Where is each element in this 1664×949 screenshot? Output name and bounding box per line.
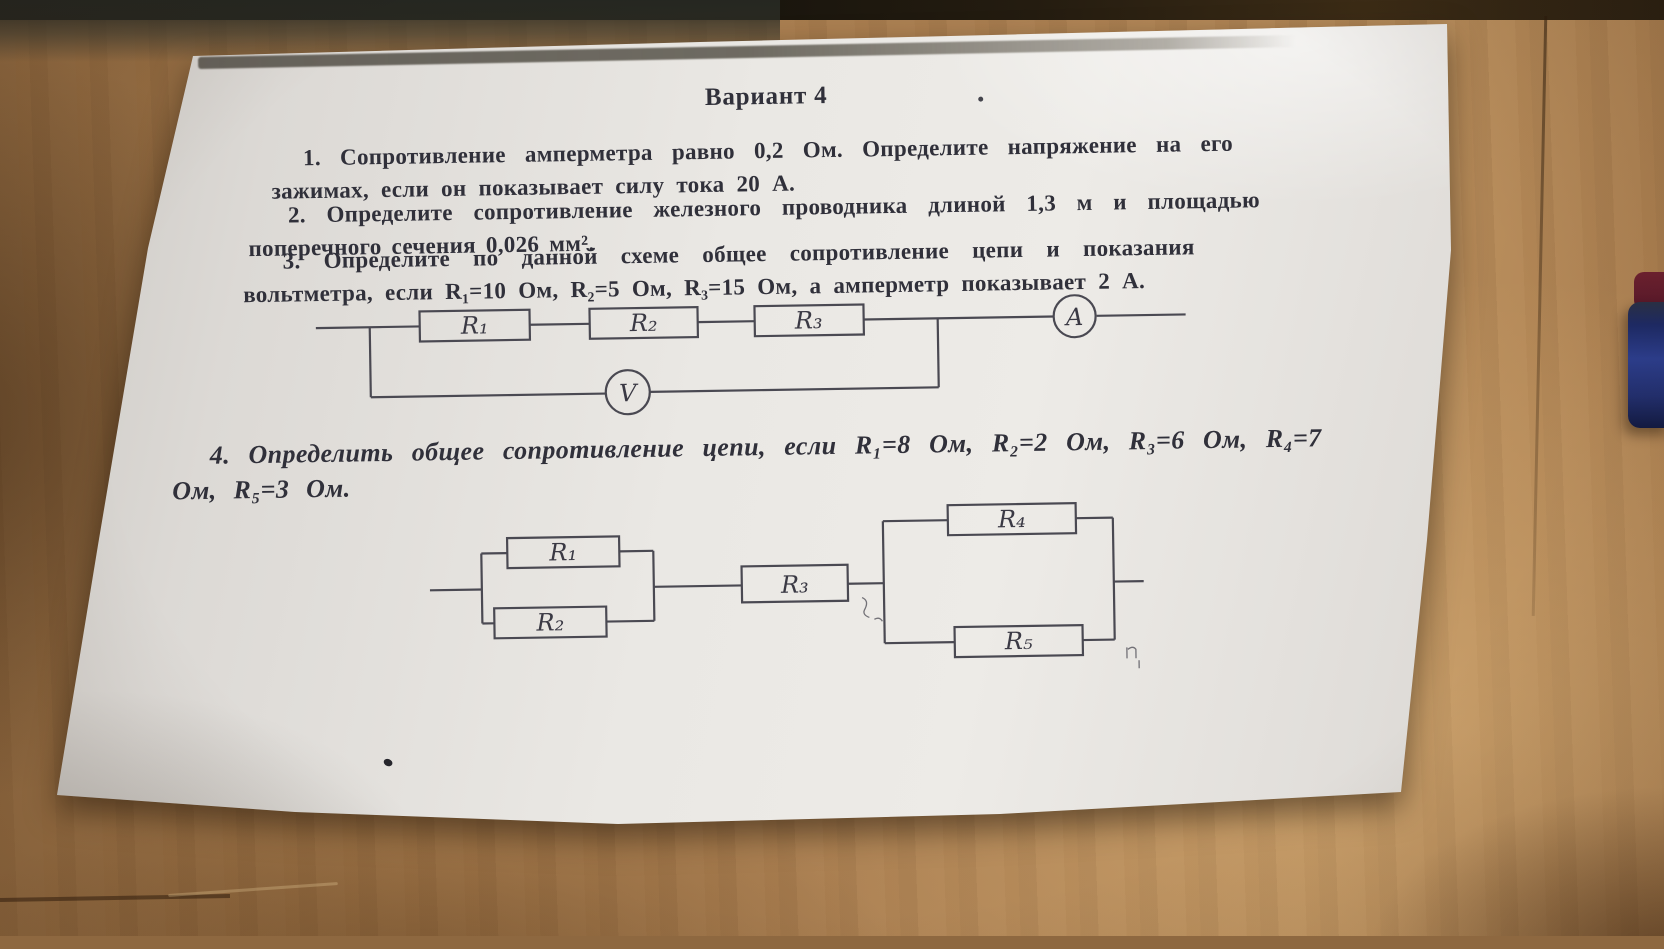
- ammeter-label: A: [1064, 303, 1084, 331]
- series-circuit-diagram-problem-3: R₁ R₂ R₃ A V: [315, 292, 1189, 424]
- resistor-label-r2: R₂: [535, 608, 564, 636]
- resistor-label-r3: R₃: [780, 570, 809, 598]
- circuit3-wires: [315, 293, 1187, 419]
- resistor-label-r1: R₁: [460, 311, 489, 339]
- resistor-label-r3: R₃: [794, 306, 823, 334]
- mixed-circuit-diagram-problem-4: R₁ R₂ R₃ R₄ R₅: [429, 497, 1146, 680]
- paper-speck: [383, 757, 394, 767]
- resistor-label-r4: R₄: [997, 505, 1026, 533]
- handwritten-marks: [862, 593, 1139, 672]
- worksheet-title: Вариант 4: [556, 80, 976, 115]
- resistor-label-r2: R₂: [629, 309, 658, 337]
- resistor-label-r5: R₅: [1004, 627, 1034, 655]
- voltmeter-label: V: [619, 379, 639, 407]
- resistor-label-r1: R₁: [548, 538, 577, 566]
- paper-speck: [978, 97, 983, 102]
- problem-4-text: 4. Определить общее сопротивление цепи, …: [171, 420, 1322, 508]
- circuit4-labels: R₁ R₂ R₃ R₄ R₅: [534, 505, 1033, 663]
